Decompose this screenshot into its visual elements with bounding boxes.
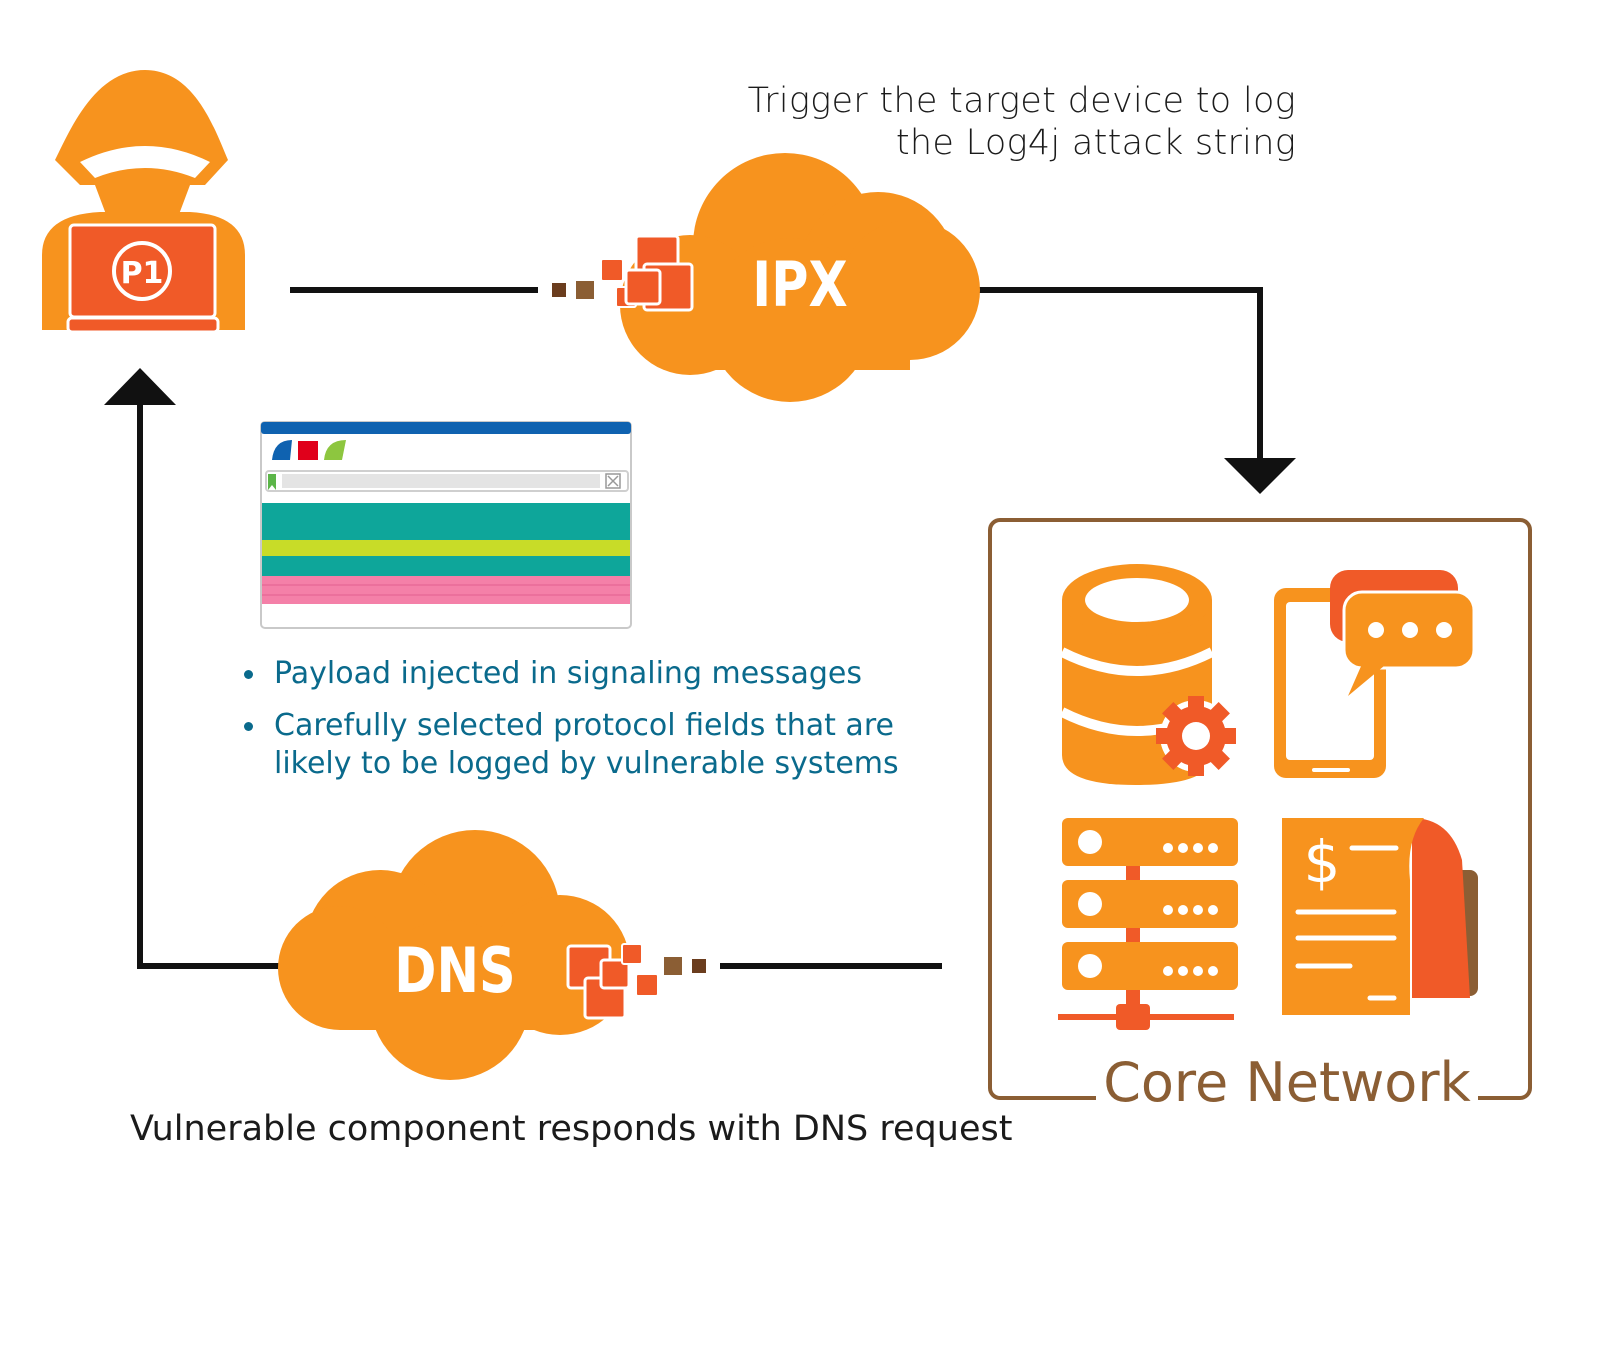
packet-icon	[552, 234, 694, 312]
attacker-badge-label: P1	[121, 256, 164, 291]
receipt-icon	[1282, 818, 1478, 1015]
payload-bullet-list: Payload injected in signaling messages C…	[240, 655, 940, 797]
receipt-dollar-sign: $	[1304, 828, 1341, 896]
connector-ipx-to-core	[975, 287, 1263, 465]
connector-dns-to-attacker	[137, 400, 282, 969]
bullet-item: Carefully selected protocol fields that …	[240, 707, 940, 783]
message-window-icon	[260, 421, 632, 629]
trigger-caption-line1: Trigger the target device to log	[747, 81, 1296, 121]
ipx-cloud-icon	[620, 153, 980, 402]
arrow-up-icon	[104, 368, 176, 405]
trigger-caption-line2: the Log4j attack string	[895, 123, 1296, 163]
arrow-down-icon	[1224, 458, 1296, 494]
core-network-label: Core Network	[1096, 1050, 1478, 1116]
attacker-icon	[42, 70, 245, 334]
database-gear-icon	[1059, 564, 1236, 785]
trigger-caption: Trigger the target device to log the Log…	[660, 80, 1296, 164]
packet-icon	[566, 943, 706, 1020]
dns-response-caption: Vulnerable component responds with DNS r…	[130, 1109, 1013, 1149]
phone-chat-icon	[1274, 570, 1476, 778]
server-stack-icon	[1058, 818, 1238, 1030]
ipx-label: IPX	[752, 249, 847, 321]
bullet-item: Payload injected in signaling messages	[240, 655, 940, 693]
dns-label: DNS	[394, 935, 515, 1007]
